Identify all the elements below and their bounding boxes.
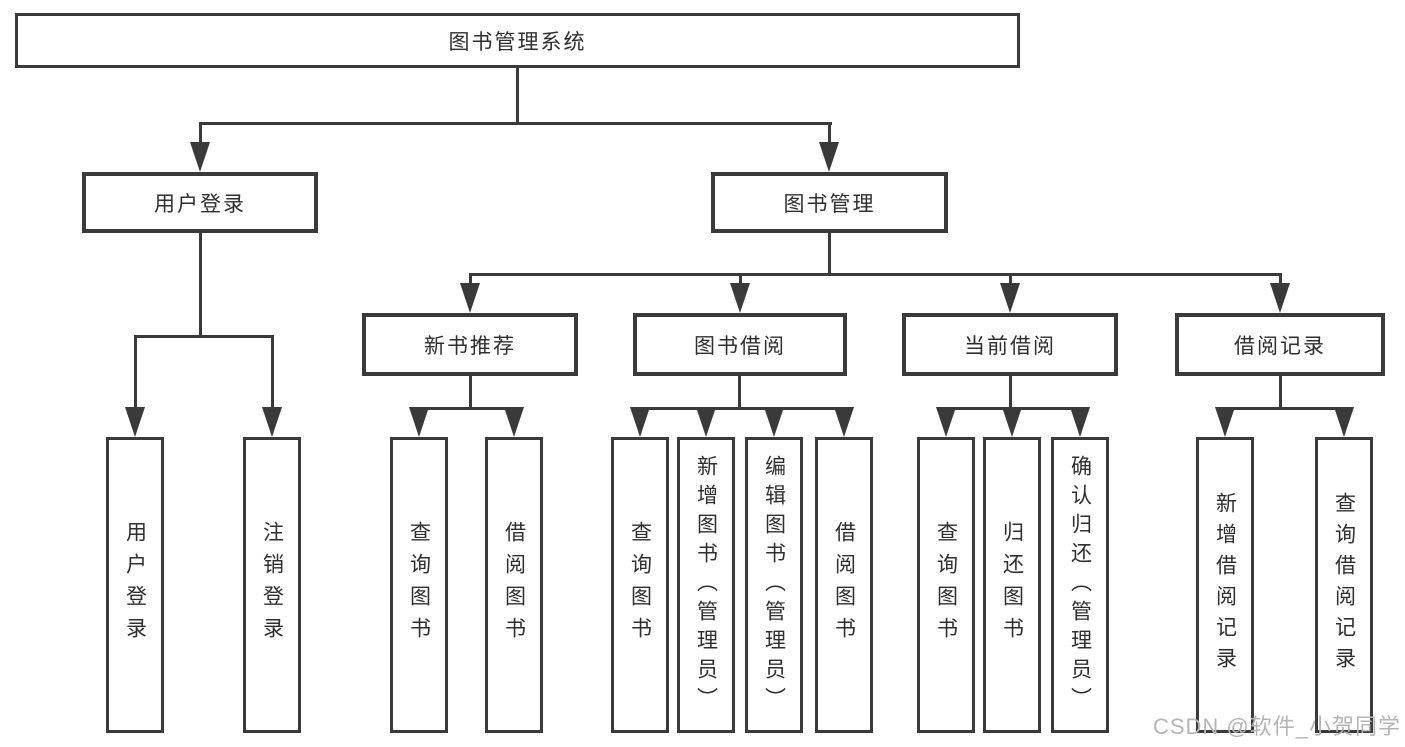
leaf-edit-books-admin: 编辑图书（管理员） [745, 437, 803, 733]
connector-root-drop-right [828, 122, 831, 147]
node-book-borrow-label: 图书借阅 [694, 334, 786, 358]
connector-borrow-hbar [638, 407, 846, 410]
connector-book-mgmt-drop-3 [1009, 273, 1012, 288]
leaf-borrow-books-label: 借阅图书 [832, 521, 856, 649]
connector-book-mgmt-drop-4 [1279, 273, 1282, 288]
node-borrow-records: 借阅记录 [1175, 313, 1385, 376]
connector-book-mgmt-drop-1 [469, 273, 472, 288]
connector-borrow-stem [738, 376, 741, 407]
leaf-add-borrow-record: 新增借阅记录 [1196, 437, 1254, 733]
leaf-search-books-recommend: 查询图书 [390, 437, 448, 733]
connector-user-login-hbar [134, 335, 274, 338]
leaf-confirm-return-admin: 确认归还（管理员） [1051, 437, 1109, 733]
leaf-borrow-books-recommend-label: 借阅图书 [502, 521, 526, 649]
leaf-add-books-admin: 新增图书（管理员） [677, 437, 735, 733]
arrow-to-book-borrow [730, 283, 750, 313]
arrow-to-leaf-logout [262, 407, 282, 437]
node-book-management-label: 图书管理 [783, 192, 876, 216]
connector-user-login-stem [199, 233, 202, 335]
connector-user-login-drop-right [271, 335, 274, 410]
arrow-to-new-book-recommend [460, 283, 480, 313]
arrow-to-borrow-records [1270, 283, 1290, 313]
arrow-to-leaf-search-books-current [936, 407, 956, 437]
leaf-logout-label: 注销登录 [260, 521, 284, 649]
arrow-to-leaf-borrow-books [834, 407, 854, 437]
leaf-search-borrow-record: 查询借阅记录 [1315, 437, 1373, 733]
connector-user-login-drop-left [134, 335, 137, 410]
arrow-to-leaf-user-login [125, 407, 145, 437]
connector-root-hbar [199, 122, 832, 125]
leaf-add-borrow-record-label: 新增借阅记录 [1213, 492, 1237, 678]
arrow-to-current-borrow [1000, 283, 1020, 313]
node-new-book-recommend: 新书推荐 [362, 313, 578, 376]
leaf-search-books-recommend-label: 查询图书 [407, 521, 431, 649]
leaf-return-books-label: 归还图书 [1000, 521, 1024, 649]
connector-current-stem [1009, 376, 1012, 407]
leaf-user-login-label: 用户登录 [123, 521, 147, 649]
connector-recommend-stem [469, 376, 472, 407]
arrow-to-leaf-edit-books-admin [764, 407, 784, 437]
connector-book-mgmt-stem [828, 233, 831, 273]
leaf-edit-books-admin-label: 编辑图书（管理员） [762, 454, 786, 716]
arrow-to-leaf-search-record [1334, 407, 1354, 437]
node-current-borrow-label: 当前借阅 [964, 334, 1056, 358]
csdn-watermark: CSDN @软件_小贺同学 [1152, 714, 1401, 739]
connector-records-stem [1279, 376, 1282, 407]
connector-recommend-hbar [418, 407, 516, 410]
node-borrow-records-label: 借阅记录 [1234, 334, 1326, 358]
arrow-to-leaf-search-books-borrow [630, 407, 650, 437]
leaf-add-books-admin-label: 新增图书（管理员） [694, 454, 718, 716]
leaf-search-books-borrow-label: 查询图书 [628, 521, 652, 649]
arrow-to-user-login [190, 142, 210, 172]
leaf-user-login: 用户登录 [106, 437, 164, 733]
arrow-to-leaf-confirm-return [1070, 407, 1090, 437]
arrow-to-book-management [819, 142, 839, 172]
connector-book-mgmt-drop-2 [739, 273, 742, 288]
arrow-to-leaf-add-record [1215, 407, 1235, 437]
arrow-to-leaf-search-books-recommend [409, 407, 429, 437]
node-user-login: 用户登录 [82, 172, 318, 233]
node-current-borrow: 当前借阅 [902, 313, 1118, 376]
node-system-root-label: 图书管理系统 [448, 30, 587, 54]
node-book-borrow: 图书借阅 [633, 313, 847, 376]
leaf-search-borrow-record-label: 查询借阅记录 [1332, 492, 1356, 678]
leaf-confirm-return-admin-label: 确认归还（管理员） [1068, 454, 1092, 716]
node-book-management: 图书管理 [711, 172, 948, 233]
connector-root-drop-left [199, 122, 202, 147]
leaf-logout: 注销登录 [243, 437, 301, 733]
node-system-root: 图书管理系统 [15, 13, 1020, 68]
leaf-search-books-current-label: 查询图书 [934, 521, 958, 649]
node-user-login-label: 用户登录 [154, 192, 246, 216]
node-new-book-recommend-label: 新书推荐 [424, 334, 516, 358]
leaf-return-books: 归还图书 [983, 437, 1041, 733]
arrow-to-leaf-return-books [1002, 407, 1022, 437]
leaf-search-books-current: 查询图书 [917, 437, 975, 733]
arrow-to-leaf-borrow-books-recommend [504, 407, 524, 437]
connector-book-mgmt-hbar [469, 273, 1282, 276]
arrow-to-leaf-add-books-admin [696, 407, 716, 437]
leaf-borrow-books-recommend: 借阅图书 [485, 437, 543, 733]
connector-records-hbar [1223, 407, 1346, 410]
leaf-borrow-books: 借阅图书 [815, 437, 873, 733]
leaf-search-books-borrow: 查询图书 [611, 437, 669, 733]
connector-root-stem [516, 68, 519, 122]
